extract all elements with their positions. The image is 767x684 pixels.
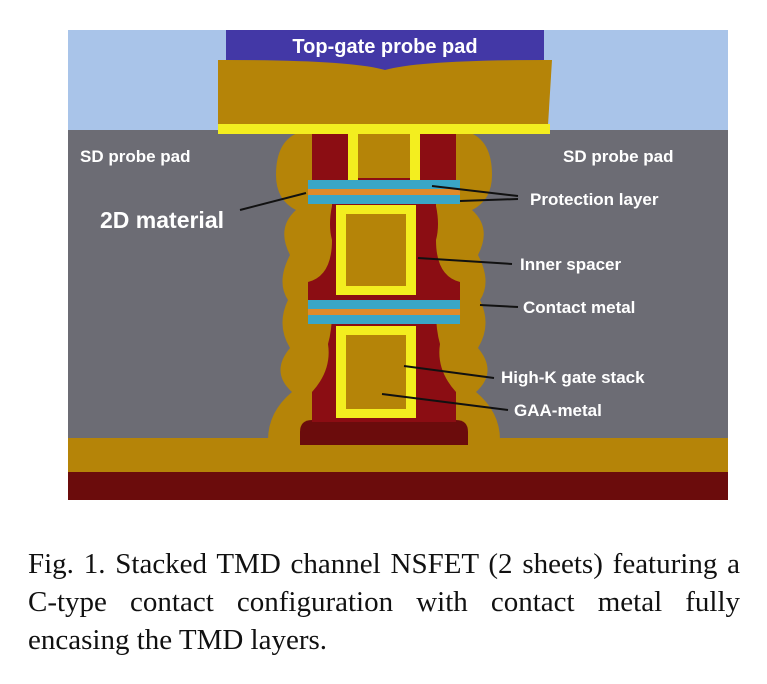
protection-layer-lower <box>308 309 460 315</box>
high-k-stem-right <box>410 130 420 185</box>
gaa-metal-upper <box>346 214 406 286</box>
top-gate-probe-pad <box>226 30 544 70</box>
gate-metal-top <box>358 134 410 178</box>
nsfet-cross-section: Top-gate probe pad SD probe pad SD probe… <box>68 30 728 500</box>
leader-2d-material <box>239 192 307 211</box>
gaa-metal-lower <box>346 335 406 409</box>
leader-protection-1 <box>431 185 519 197</box>
bottom-substrate <box>68 470 728 500</box>
bulk-fin <box>300 420 468 445</box>
leader-contact-metal <box>479 304 519 308</box>
high-k-top-bar <box>218 124 550 134</box>
label-sd-pad-left: SD probe pad <box>80 147 191 166</box>
top-gate-metal <box>218 60 552 125</box>
label-gaa-metal: GAA-metal <box>514 401 602 420</box>
leader-gaa-metal <box>381 393 509 411</box>
high-k-stem-left <box>348 130 358 185</box>
protection-layer-upper <box>308 189 460 195</box>
label-sd-pad-right: SD probe pad <box>563 147 674 166</box>
figure-caption: Fig. 1. Stacked TMD channel NSFET (2 she… <box>28 548 740 656</box>
label-2d-material: 2D material <box>100 207 224 233</box>
label-inner-spacer: Inner spacer <box>520 255 621 274</box>
leader-protection-2 <box>459 198 519 202</box>
label-top-gate-pad: Top-gate probe pad <box>292 36 477 58</box>
leader-inner-spacer <box>417 257 513 265</box>
leader-high-k <box>403 365 495 379</box>
label-high-k: High-K gate stack <box>501 368 645 387</box>
label-protection-layer: Protection layer <box>530 190 659 209</box>
label-contact-metal: Contact metal <box>523 298 635 317</box>
